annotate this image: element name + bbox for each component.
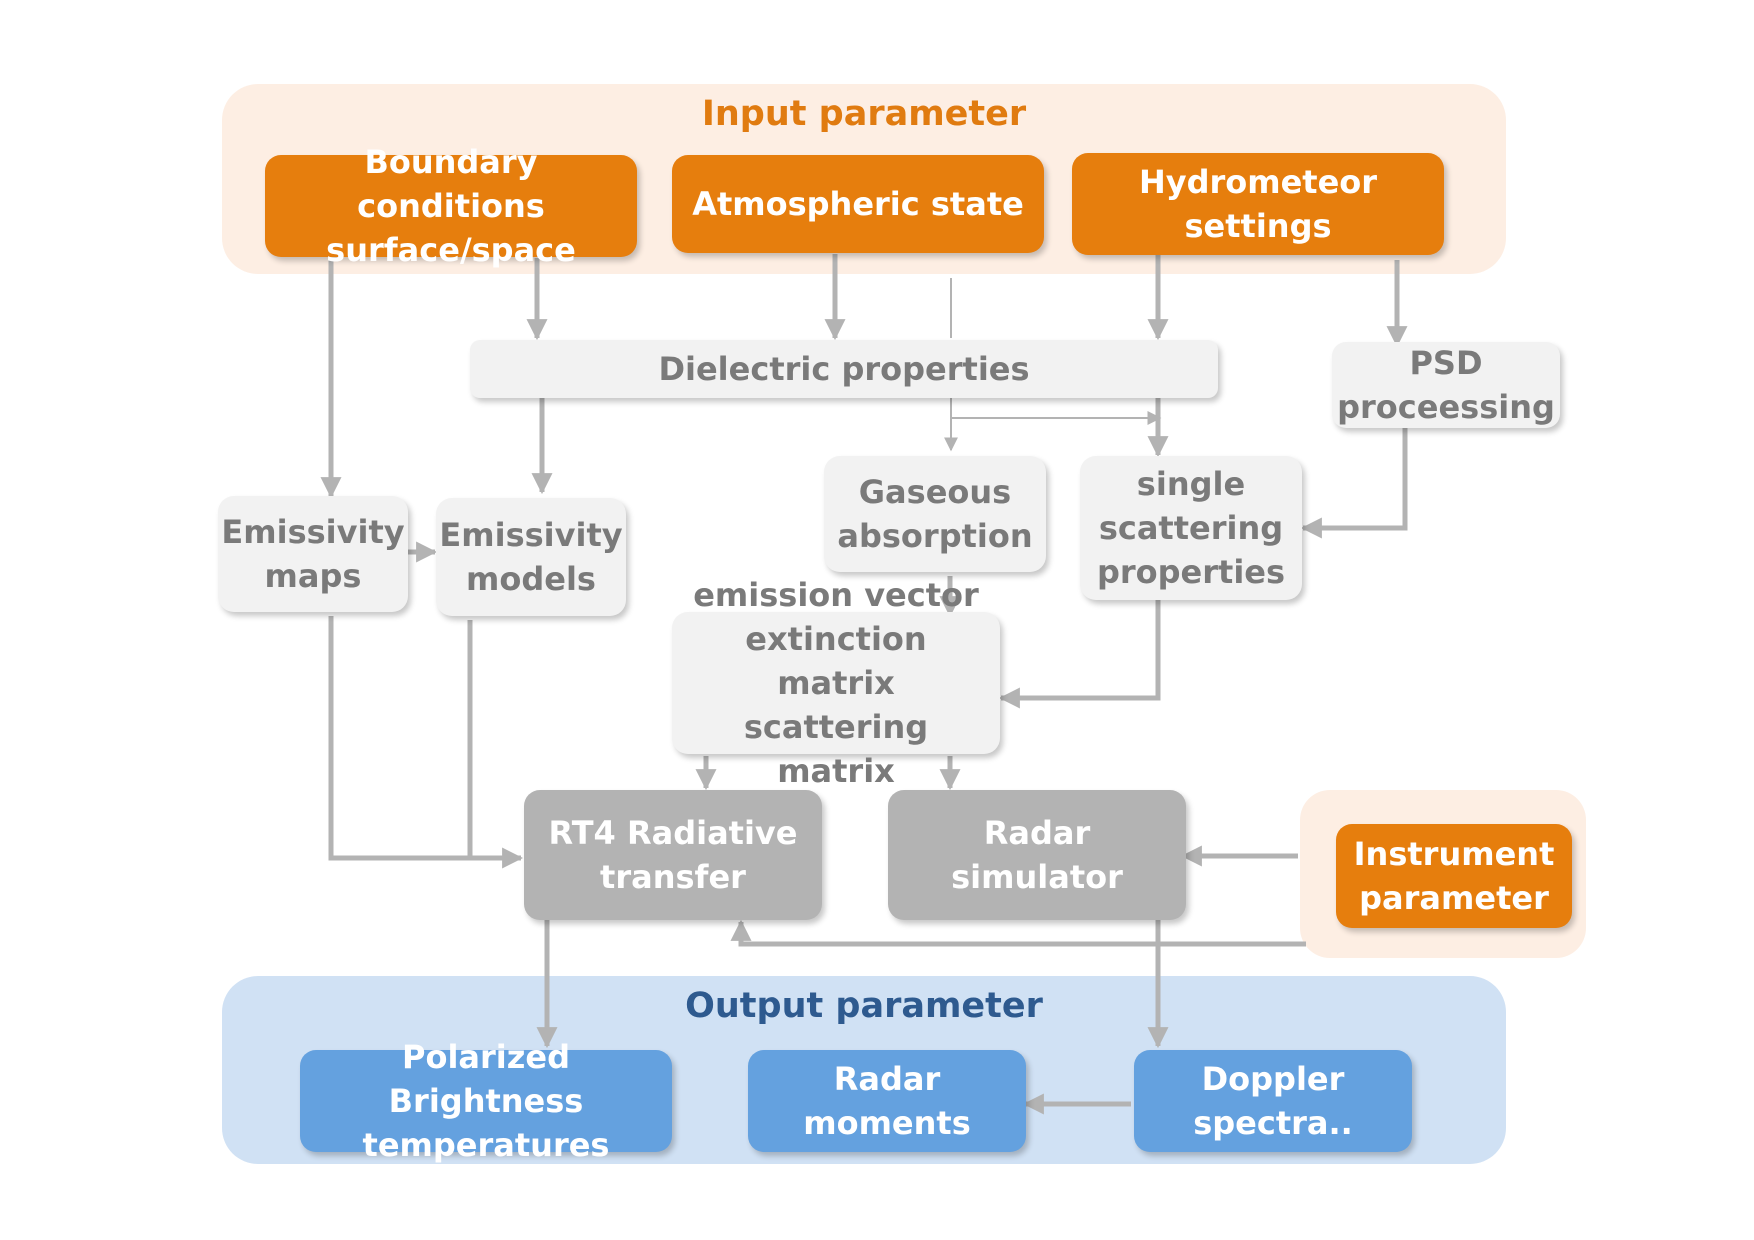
input-parameter-title: Input parameter <box>701 94 1027 134</box>
atmospheric-state-label: Atmospheric state <box>692 185 1024 223</box>
radar-moments-label: Radar moments <box>803 1060 971 1142</box>
rt4-radiative-transfer-label: RT4 Radiative transfer <box>548 814 798 896</box>
radar-moments-box: Radar moments <box>748 1050 1026 1152</box>
doppler-spectra-label: Doppler spectra.. <box>1193 1060 1353 1142</box>
atmospheric-state-box: Atmospheric state <box>672 155 1044 253</box>
emission-extinction-scattering-label: emission vector extinction matrix scatte… <box>693 576 979 790</box>
boundary-conditions-label: Boundary conditions surface/space <box>326 143 576 269</box>
psd-processing-label: PSD proceessing <box>1337 344 1555 426</box>
gaseous-absorption-box: Gaseous absorption <box>824 456 1046 572</box>
boundary-conditions-box: Boundary conditions surface/space <box>265 143 637 269</box>
instrument-parameter-box: Instrument parameter <box>1336 824 1572 928</box>
instrument-parameter-label: Instrument parameter <box>1353 835 1555 917</box>
emissivity-models-label: Emissivity models <box>439 516 623 598</box>
psd-processing-box: PSD proceessing <box>1332 342 1560 428</box>
emissivity-maps-label: Emissivity maps <box>221 513 405 595</box>
hydrometeor-settings-box: Hydrometeor settings <box>1072 153 1444 255</box>
emission-extinction-scattering-box: emission vector extinction matrix scatte… <box>672 576 1000 790</box>
dielectric-properties-label: Dielectric properties <box>658 350 1030 388</box>
hydrometeor-settings-label: Hydrometeor settings <box>1138 163 1378 245</box>
single-scattering-box: single scattering properties <box>1080 456 1302 600</box>
radar-simulator-box: Radar simulator <box>888 790 1186 920</box>
polarized-brightness-box: Polarized Brightness temperatures <box>300 1038 672 1164</box>
gaseous-absorption-label: Gaseous absorption <box>837 473 1033 555</box>
arrow-instrument-to-rt4 <box>730 919 1306 947</box>
single-scattering-label: single scattering properties <box>1096 465 1286 591</box>
arrow-psd-to-single-scattering <box>1300 428 1408 539</box>
arrow-single-scattering-to-matrices <box>998 598 1161 709</box>
polarized-brightness-label: Polarized Brightness temperatures <box>362 1038 610 1164</box>
dielectric-properties-box: Dielectric properties <box>470 340 1218 398</box>
arrow-emissivity-to-rt4 <box>328 616 524 869</box>
rt4-radiative-transfer-box: RT4 Radiative transfer <box>524 790 822 920</box>
doppler-spectra-box: Doppler spectra.. <box>1134 1050 1412 1152</box>
emissivity-models-box: Emissivity models <box>436 498 626 616</box>
output-parameter-title: Output parameter <box>685 986 1043 1026</box>
radar-simulator-label: Radar simulator <box>951 814 1123 896</box>
emissivity-maps-box: Emissivity maps <box>218 496 408 612</box>
